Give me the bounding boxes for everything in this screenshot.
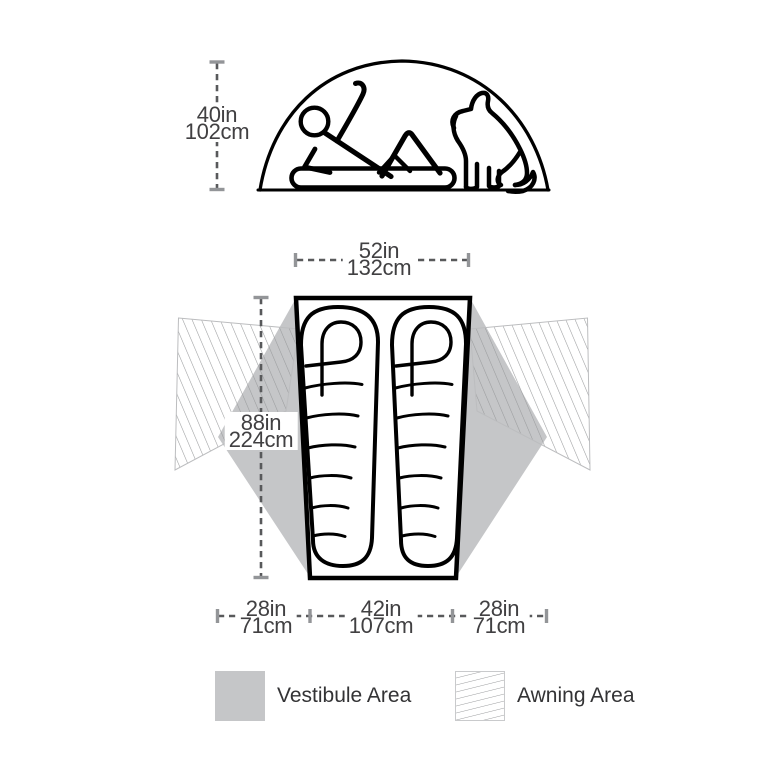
side-view [209,59,551,194]
width-head-cm: 132cm [346,255,412,280]
height-cm: 102cm [184,119,250,144]
legend-awning: Awning Area [455,671,635,721]
bottom-widths-dimension-line [215,609,549,623]
person-bent-knee [379,130,443,179]
dog-chest [451,113,469,190]
awning-swatch [455,671,505,721]
dog-front-leg [463,161,480,192]
length-in: 88in [240,410,282,435]
length-dimension-label: 88in 224cm [224,410,298,452]
vestibule-right-cm: 71cm [472,613,526,638]
width-head-dimension-line [293,253,471,267]
floor-plan [174,253,591,623]
person-lying-body [289,166,457,190]
vestibule-right-in: 28in [478,596,520,621]
person-icon [289,80,457,190]
awning-legend-label: Awning Area [517,684,635,707]
width-head-in: 52in [358,238,400,263]
sleeping-bag-right-outline [390,305,468,568]
width-head-dimension-label: 52in 132cm [342,238,416,280]
length-dimension-line [253,295,269,580]
vestibule-left-in: 28in [245,596,287,621]
vestibule-left-cm: 71cm [239,613,293,638]
sleeping-bag-left-hood [304,320,363,397]
sleeping-bag-right-baffles [394,381,454,538]
sleeping-bag-right [390,305,468,568]
sleeping-bag-left-outline [299,305,380,568]
dog-haunch [495,149,523,188]
vestibule-legend-label: Vestibule Area [277,684,412,707]
vestibule-left-dimension-label: 28in 71cm [235,596,297,638]
vestibule-right-dimension-label: 28in 71cm [468,596,530,638]
width-foot-cm: 107cm [348,613,414,638]
dog-icon [450,90,537,194]
sleeping-bag-left-baffles [303,381,364,538]
person-raised-arm [334,80,367,144]
sleeping-bag-right-hood [394,320,453,397]
vestibule-swatch [215,671,265,721]
sleeping-bag-left [299,305,380,568]
width-foot-dimension-label: 42in 107cm [344,596,418,638]
dog-head-and-back [450,90,530,188]
dog-tail [505,169,537,194]
person-head [298,105,331,138]
awning-area-right [469,317,591,471]
height-in: 40in [196,102,238,127]
tent-floor-outline [293,295,473,581]
tent-profile-dome [258,59,550,192]
legend-vestibule: Vestibule Area [215,671,411,721]
height-dimension-line [209,60,225,192]
awning-area-left [174,317,300,471]
width-foot-in: 42in [360,596,402,621]
length-cm: 224cm [228,427,294,452]
height-dimension-label: 40in 102cm [180,102,254,144]
